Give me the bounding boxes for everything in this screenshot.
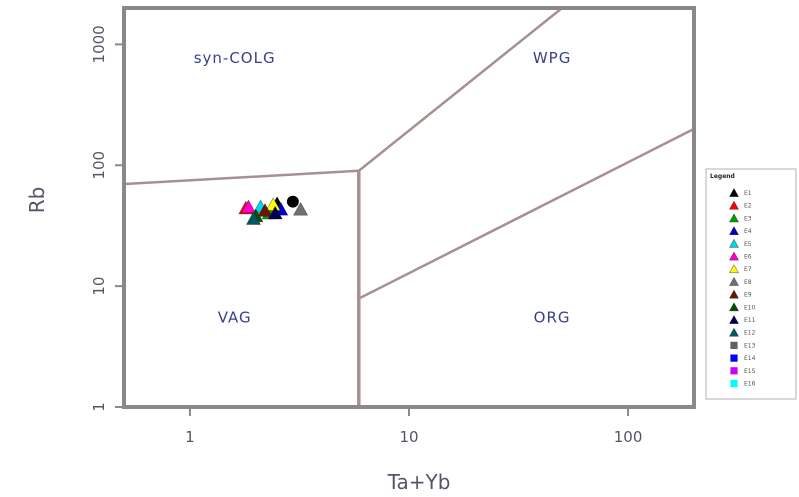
boundary-line bbox=[358, 7, 563, 172]
legend-label: E13 bbox=[744, 342, 756, 349]
plot-frame bbox=[122, 6, 696, 409]
x-tick-label: 100 bbox=[614, 428, 643, 446]
legend-label: E14 bbox=[744, 355, 756, 362]
legend-box bbox=[705, 168, 797, 400]
legend-marker bbox=[730, 379, 738, 388]
data-point bbox=[293, 202, 308, 216]
x-axis-title: Ta+Yb bbox=[387, 470, 451, 494]
legend-marker bbox=[729, 276, 739, 286]
legend-label: E10 bbox=[744, 304, 756, 311]
legend-marker bbox=[730, 367, 738, 375]
legend-title: Legend bbox=[710, 173, 735, 180]
field-boundaries bbox=[123, 7, 695, 407]
y-tick-label: 1 bbox=[90, 402, 108, 412]
boundary-line bbox=[123, 169, 359, 186]
legend-marker bbox=[730, 341, 738, 349]
field-label: syn-COLG bbox=[194, 49, 276, 67]
data-point bbox=[286, 195, 299, 208]
x-axis-ticks: 1 10 100 bbox=[185, 407, 642, 446]
data-points bbox=[238, 195, 308, 225]
legend-label: E5 bbox=[744, 241, 752, 248]
data-point bbox=[267, 205, 283, 220]
legend-label: E8 bbox=[744, 279, 752, 286]
x-tick-label: 1 bbox=[185, 428, 195, 446]
boundary-line bbox=[359, 127, 695, 299]
x-tick-label: 10 bbox=[399, 428, 418, 446]
legend-label: E4 bbox=[744, 228, 752, 235]
legend-marker bbox=[729, 327, 739, 337]
y-axis-ticks: 1 10 100 1000 bbox=[90, 25, 124, 412]
legend-label: E7 bbox=[744, 266, 752, 273]
legend-marker bbox=[729, 188, 739, 197]
legend-label: E15 bbox=[744, 368, 756, 375]
legend-label: E2 bbox=[744, 203, 752, 210]
field-labels: syn-COLG WPG VAG ORG bbox=[194, 49, 572, 327]
legend-marker bbox=[729, 226, 739, 235]
legend-marker bbox=[729, 200, 739, 210]
legend-label: E1 bbox=[744, 190, 752, 197]
legend-marker bbox=[729, 315, 739, 324]
y-tick-label: 100 bbox=[90, 151, 108, 180]
y-axis-title: Rb bbox=[25, 187, 49, 214]
legend-marker bbox=[729, 251, 739, 261]
data-point bbox=[257, 203, 273, 217]
legend: Legend E1E2E3E4E5E6E7E8E9E10E11E12E13E14… bbox=[705, 168, 797, 400]
y-tick-label: 1000 bbox=[90, 25, 108, 63]
legend-marker bbox=[729, 238, 739, 248]
legend-marker bbox=[729, 213, 739, 223]
legend-label: E9 bbox=[744, 292, 752, 299]
legend-label: E6 bbox=[744, 254, 752, 261]
data-point bbox=[241, 199, 256, 213]
legend-marker bbox=[730, 354, 738, 362]
legend-marker bbox=[729, 289, 739, 299]
field-label: ORG bbox=[534, 309, 571, 327]
field-label: WPG bbox=[533, 49, 572, 67]
data-point bbox=[246, 211, 261, 225]
y-tick-label: 10 bbox=[90, 277, 108, 296]
legend-label: E16 bbox=[744, 381, 756, 388]
field-label: VAG bbox=[218, 309, 252, 327]
legend-label: E3 bbox=[744, 215, 752, 222]
legend-marker bbox=[729, 302, 739, 312]
legend-label: E11 bbox=[744, 317, 756, 324]
legend-marker bbox=[729, 264, 739, 273]
legend-label: E12 bbox=[744, 330, 756, 337]
